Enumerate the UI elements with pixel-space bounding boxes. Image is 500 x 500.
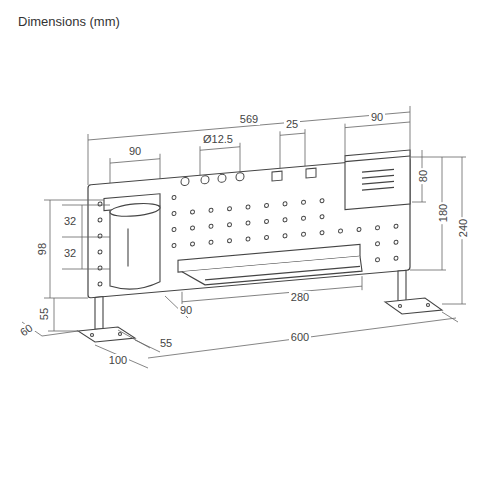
dimension-label: 100 — [107, 354, 129, 366]
peg-hole — [209, 224, 213, 228]
peg-hole — [320, 198, 324, 202]
dimension-label: 569 — [238, 113, 260, 125]
feet — [78, 298, 442, 342]
dimension-label: 90 — [127, 145, 143, 157]
outer-dimensions — [22, 150, 466, 368]
peg-hole — [246, 205, 250, 209]
peg-hole — [172, 227, 176, 231]
peg-hole — [376, 242, 380, 246]
peg-hole — [172, 195, 176, 199]
peg-hole — [376, 258, 380, 262]
peg-hole — [246, 237, 250, 241]
peg-hole — [265, 219, 269, 223]
peg-hole — [357, 227, 361, 231]
peg-hole — [302, 200, 306, 204]
peg-hole — [283, 218, 287, 222]
peg-hole — [302, 216, 306, 220]
peg-hole — [265, 203, 269, 207]
peg-hole — [98, 250, 102, 254]
peg-hole — [302, 232, 306, 236]
peg-hooks — [181, 166, 316, 189]
dimension-label: 240 — [457, 217, 469, 239]
peg-hole — [98, 266, 102, 270]
shelf — [178, 244, 362, 287]
dimension-label: 60 — [16, 320, 36, 339]
dimension-label: 32 — [62, 247, 78, 259]
dimension-label: 32 — [62, 215, 78, 227]
legs — [95, 270, 406, 329]
peg-hole — [339, 229, 343, 233]
peg-hole — [228, 207, 232, 211]
peg-hole — [172, 211, 176, 215]
dimension-label: 55 — [38, 306, 50, 322]
peg-hole — [98, 282, 102, 286]
peg-hole — [283, 234, 287, 238]
dim-569 — [88, 106, 410, 314]
peg-hole — [209, 208, 213, 212]
peg-hole — [283, 202, 287, 206]
dimension-label: 180 — [437, 202, 449, 224]
dimension-label: 90 — [369, 111, 385, 123]
dimension-label: 90 — [178, 304, 194, 316]
dimension-label: 55 — [158, 337, 174, 349]
cup-holder — [104, 194, 160, 292]
dimension-label: Ø12.5 — [201, 133, 235, 145]
peg-hole — [265, 235, 269, 239]
peg-hole — [394, 256, 398, 260]
peg-hole — [191, 242, 195, 246]
peg-hole — [228, 239, 232, 243]
peg-hole — [191, 210, 195, 214]
peg-hole — [98, 202, 102, 206]
board-group — [88, 106, 410, 330]
peg-hole — [376, 226, 380, 230]
peg-hole — [394, 240, 398, 244]
dimension-label: 98 — [36, 241, 48, 257]
peg-hole — [246, 221, 250, 225]
peg-hole — [191, 226, 195, 230]
storage-basket — [345, 150, 410, 210]
dimension-label: 25 — [284, 118, 300, 130]
peg-hole — [228, 223, 232, 227]
peg-hole — [320, 230, 324, 234]
peg-hole — [172, 243, 176, 247]
peg-hole — [209, 240, 213, 244]
peg-hole — [98, 234, 102, 238]
peg-hole — [394, 224, 398, 228]
peg-hole — [98, 218, 102, 222]
dimension-label: 600 — [289, 331, 311, 343]
drawing-title: Dimensions (mm) — [18, 14, 120, 29]
dimension-label: 280 — [289, 291, 311, 303]
dimension-label: 80 — [417, 168, 429, 184]
peg-hole — [320, 214, 324, 218]
